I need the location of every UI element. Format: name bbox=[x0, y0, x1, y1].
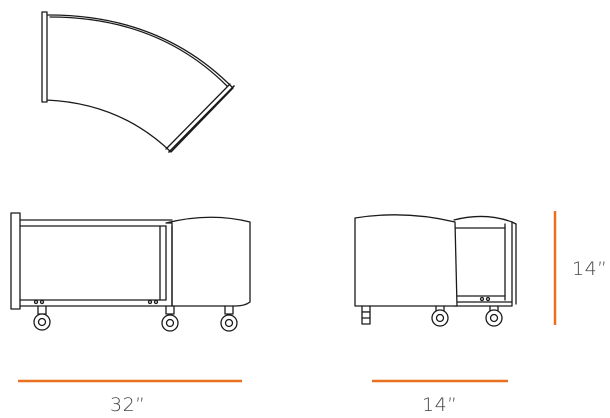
side-view-caster-right bbox=[220, 305, 238, 332]
front-view-caster-middle bbox=[431, 305, 449, 327]
front-view-caster-right bbox=[485, 305, 503, 327]
side-view-caster-left bbox=[33, 305, 51, 331]
top-view-outline bbox=[45, 14, 234, 153]
top-view bbox=[41, 11, 235, 153]
width-label: 32” bbox=[110, 394, 146, 416]
front-view-curved-body bbox=[354, 214, 458, 307]
side-view-left-panel bbox=[10, 212, 21, 310]
height-label: 14” bbox=[572, 258, 608, 280]
front-view-frame bbox=[453, 215, 513, 307]
side-view-curved-body bbox=[165, 216, 251, 307]
top-view-end-panel-right bbox=[168, 85, 235, 153]
depth-label: 14” bbox=[422, 394, 458, 416]
top-view-end-panel-left bbox=[41, 11, 48, 103]
front-view bbox=[354, 214, 517, 327]
side-view-caster-middle bbox=[161, 305, 179, 332]
top-view-end-panel-right-inner bbox=[165, 83, 231, 150]
side-view bbox=[10, 212, 251, 332]
front-view-caster-left bbox=[361, 305, 371, 325]
top-view-inner-curve bbox=[49, 16, 228, 87]
